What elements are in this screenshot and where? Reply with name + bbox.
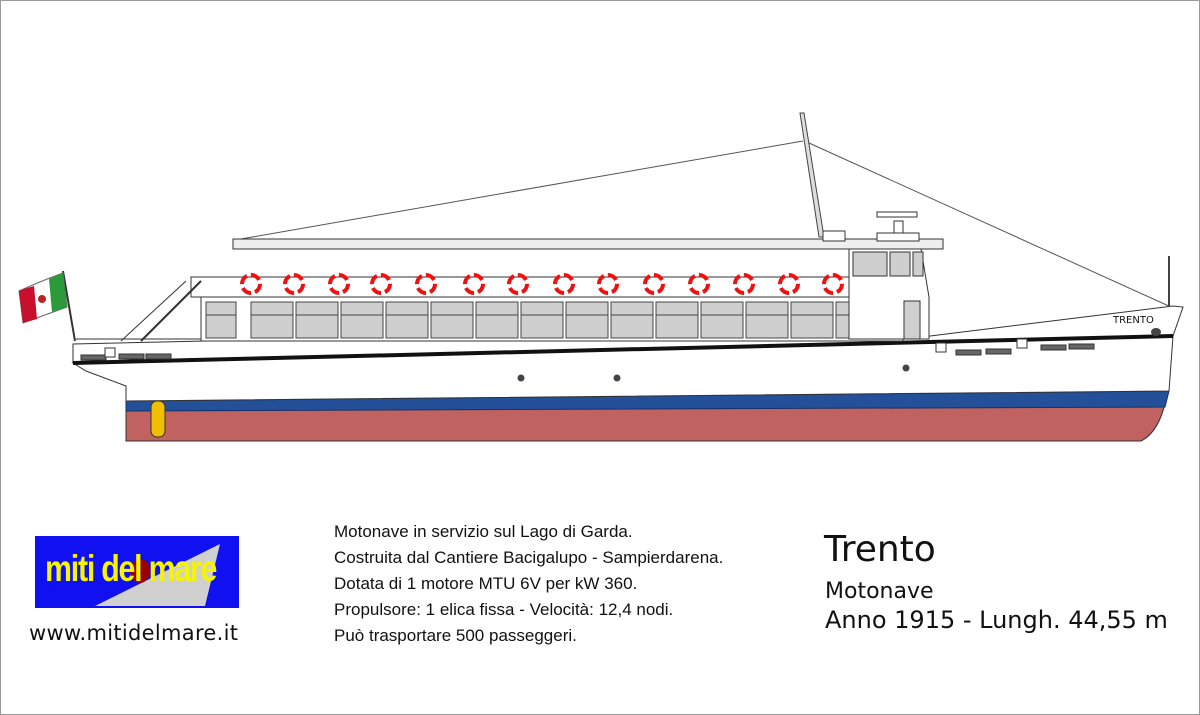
- hawse-hole: [1151, 328, 1161, 336]
- flagstaff: [62, 270, 76, 342]
- description-line: Può trasportare 500 passeggeri.: [334, 626, 577, 645]
- life-ring-row: [240, 273, 844, 295]
- flag-green: [49, 273, 67, 312]
- ship-specs: Anno 1915 - Lungh. 44,55 m: [825, 606, 1168, 634]
- bollard: [935, 342, 947, 353]
- vessel-type: Motonave: [825, 579, 934, 604]
- wheelhouse-window: [852, 251, 888, 277]
- cabin-window: [205, 301, 237, 339]
- porthole: [613, 374, 621, 382]
- cabin-window: [655, 301, 699, 339]
- sun-deck-roof: [232, 238, 944, 250]
- scupper: [80, 354, 107, 361]
- life-ring: [553, 273, 575, 295]
- forestay-aft: [240, 140, 804, 240]
- cabin-window: [340, 301, 384, 339]
- description-line: Propulsore: 1 elica fissa - Velocità: 12…: [334, 600, 674, 619]
- forestay-bow: [808, 142, 1172, 308]
- life-ring: [370, 273, 392, 295]
- porthole: [902, 364, 910, 372]
- stairway-rail: [120, 280, 187, 342]
- scupper: [955, 349, 982, 356]
- cabin-window: [250, 301, 294, 339]
- cabin-window: [790, 301, 834, 339]
- bollard: [1016, 338, 1028, 349]
- flag-emblem: [38, 295, 46, 303]
- cabin-window: [475, 301, 519, 339]
- mast: [799, 112, 825, 238]
- radar-antenna: [876, 211, 918, 218]
- radar-base: [876, 232, 920, 242]
- life-ring: [597, 273, 619, 295]
- logo-sail-graphic: [95, 544, 220, 606]
- hull-name: TRENTO: [1112, 315, 1154, 326]
- life-ring: [415, 273, 437, 295]
- cabin-window: [610, 301, 654, 339]
- life-ring: [778, 273, 800, 295]
- ship-title: Trento: [824, 529, 936, 570]
- sheer-line: [72, 334, 1174, 365]
- scupper: [985, 348, 1012, 355]
- cabin-window: [430, 301, 474, 339]
- cabin-window: [565, 301, 609, 339]
- life-ring: [240, 273, 262, 295]
- rudder-propeller: [150, 400, 166, 438]
- wheelhouse-window: [912, 251, 924, 277]
- description-line: Dotata di 1 motore MTU 6V per kW 360.: [334, 574, 638, 593]
- bollard: [104, 347, 116, 358]
- life-ring: [688, 273, 710, 295]
- wheelhouse-window: [889, 251, 911, 277]
- stairway: [140, 280, 202, 342]
- wheelhouse-door: [903, 300, 921, 340]
- scupper: [1068, 343, 1095, 350]
- life-ring: [507, 273, 529, 295]
- cabin-window: [700, 301, 744, 339]
- flag-red: [19, 286, 37, 323]
- description-line: Costruita dal Cantiere Bacigalupo - Samp…: [334, 548, 724, 567]
- life-ring: [643, 273, 665, 295]
- cabin-window: [295, 301, 339, 339]
- life-ring: [822, 273, 844, 295]
- scupper: [145, 353, 172, 360]
- life-ring: [328, 273, 350, 295]
- description: Motonave in servizio sul Lago di Garda. …: [334, 519, 723, 649]
- life-ring: [283, 273, 305, 295]
- radar-post: [893, 220, 904, 234]
- miti-del-mare-logo: miti del mare: [35, 536, 239, 608]
- website-link[interactable]: www.mitidelmare.it: [29, 621, 239, 645]
- scupper: [1040, 344, 1067, 351]
- cabin-window: [385, 301, 429, 339]
- cabin-window: [520, 301, 564, 339]
- porthole: [517, 374, 525, 382]
- cabin-window: [745, 301, 789, 339]
- logo-text: miti del mare: [45, 548, 217, 589]
- hull-portholes: [80, 328, 1161, 382]
- life-ring: [463, 273, 485, 295]
- window-row: [205, 301, 879, 339]
- life-ring: [733, 273, 755, 295]
- deck-box: [822, 230, 846, 242]
- description-line: Motonave in servizio sul Lago di Garda.: [334, 522, 633, 541]
- scupper: [118, 353, 145, 360]
